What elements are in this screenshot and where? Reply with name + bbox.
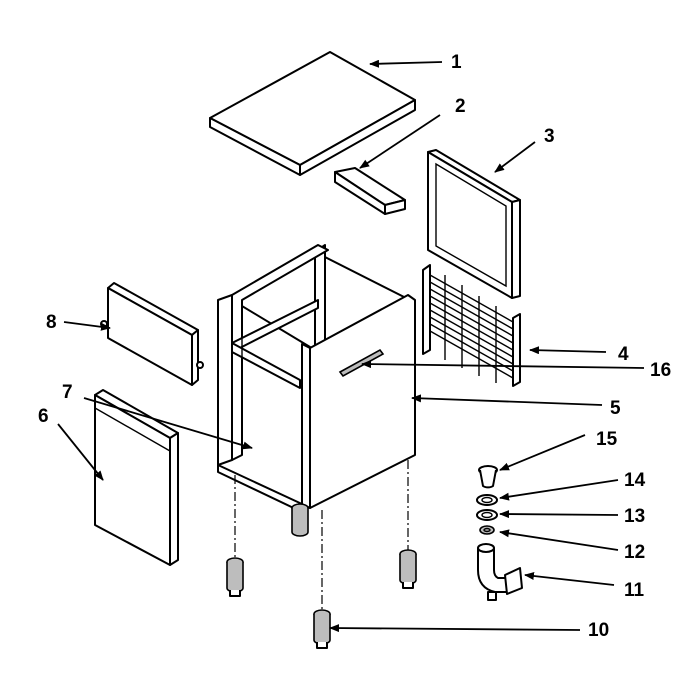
part-cabinet-body [217,244,416,513]
callout-8: 8 [46,312,57,333]
callout-1: 1 [451,52,462,73]
part-washer-small [476,509,498,521]
leader-lines [57,59,645,633]
callout-15: 15 [596,429,618,450]
part-front-door [94,389,179,566]
leg-right [399,549,417,589]
callout-6: 6 [38,406,49,427]
part-grille [422,264,521,387]
callout-5: 5 [610,398,621,419]
callout-2: 2 [455,96,466,117]
part-rear-panel [427,149,521,299]
callout-4: 4 [618,344,629,365]
callout-13: 13 [624,506,645,527]
part-drain-elbow [477,543,523,601]
leg-front [313,609,331,649]
callout-labels: 1 2 3 4 5 6 7 8 10 11 12 13 14 15 16 [38,52,671,641]
part-bracket [334,167,406,215]
callout-16: 16 [650,360,671,381]
callout-7: 7 [62,382,73,403]
part-small-panel [100,282,204,386]
part-top-cover [209,51,416,176]
part-drain-cap [478,465,498,489]
part-nut [479,525,495,535]
callout-12: 12 [624,542,645,563]
grille-bars [429,274,514,383]
part-washer-large [476,494,498,506]
part-legs [226,460,417,649]
leg-middle [291,503,309,537]
callout-14: 14 [624,470,646,491]
part-drain-assembly [476,465,523,601]
callout-3: 3 [544,126,555,147]
callout-11: 11 [624,580,645,601]
callout-10: 10 [588,620,609,641]
leg-left [226,557,244,597]
